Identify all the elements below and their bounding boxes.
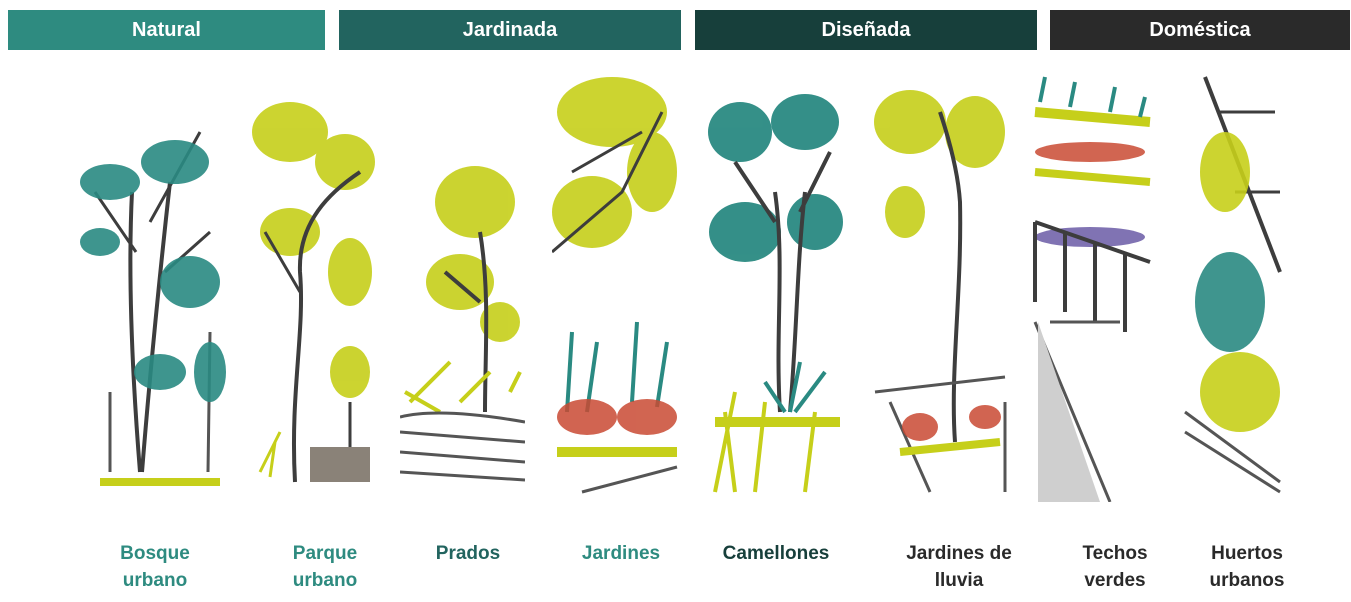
tree-sketch-icon <box>400 72 525 502</box>
category-title: Jardinada <box>463 19 557 42</box>
label-prados: Prados <box>393 540 543 567</box>
label-line: Techos <box>1040 540 1190 567</box>
label-line: Jardines <box>546 540 696 567</box>
category-header-jardinada: Jardinada <box>339 10 681 50</box>
illustration-techos-verdes <box>1030 72 1155 502</box>
label-huertos-urbanos: Huertos urbanos <box>1172 540 1322 594</box>
urban-garden-sketch-icon <box>1180 72 1290 502</box>
label-bosque-urbano: Bosque urbano <box>80 540 230 594</box>
label-jardines: Jardines <box>546 540 696 567</box>
label-line: urbano <box>80 567 230 594</box>
illustration-camellones <box>705 72 845 502</box>
category-title: Diseñada <box>822 19 911 42</box>
label-line: Prados <box>393 540 543 567</box>
garden-sketch-icon <box>552 72 682 502</box>
label-techos-verdes: Techos verdes <box>1040 540 1190 594</box>
tree-sketch-icon <box>70 72 230 502</box>
tree-sketch-icon <box>250 72 375 502</box>
label-line: verdes <box>1040 567 1190 594</box>
label-jardines-de-lluvia: Jardines de lluvia <box>884 540 1034 594</box>
category-header-disenada: Diseñada <box>695 10 1037 50</box>
category-header-natural: Natural <box>8 10 325 50</box>
category-title: Natural <box>132 19 201 42</box>
illustration-jardines-de-lluvia <box>870 72 1010 502</box>
label-line: urbanos <box>1172 567 1322 594</box>
label-line: Parque <box>250 540 400 567</box>
label-parque-urbano: Parque urbano <box>250 540 400 594</box>
illustration-bosque-urbano <box>70 72 230 502</box>
label-line: urbano <box>250 567 400 594</box>
tree-sketch-icon <box>705 72 845 502</box>
label-line: Jardines de <box>884 540 1034 567</box>
rain-garden-sketch-icon <box>870 72 1010 502</box>
label-line: Camellones <box>701 540 851 567</box>
illustration-parque-urbano <box>250 72 375 502</box>
illustration-huertos-urbanos <box>1180 72 1290 502</box>
green-roof-sketch-icon <box>1030 72 1155 502</box>
label-line: lluvia <box>884 567 1034 594</box>
illustration-jardines <box>552 72 682 502</box>
label-line: Huertos <box>1172 540 1322 567</box>
category-title: Doméstica <box>1149 19 1250 42</box>
label-line: Bosque <box>80 540 230 567</box>
category-header-domestica: Doméstica <box>1050 10 1350 50</box>
illustration-prados <box>400 72 525 502</box>
label-camellones: Camellones <box>701 540 851 567</box>
